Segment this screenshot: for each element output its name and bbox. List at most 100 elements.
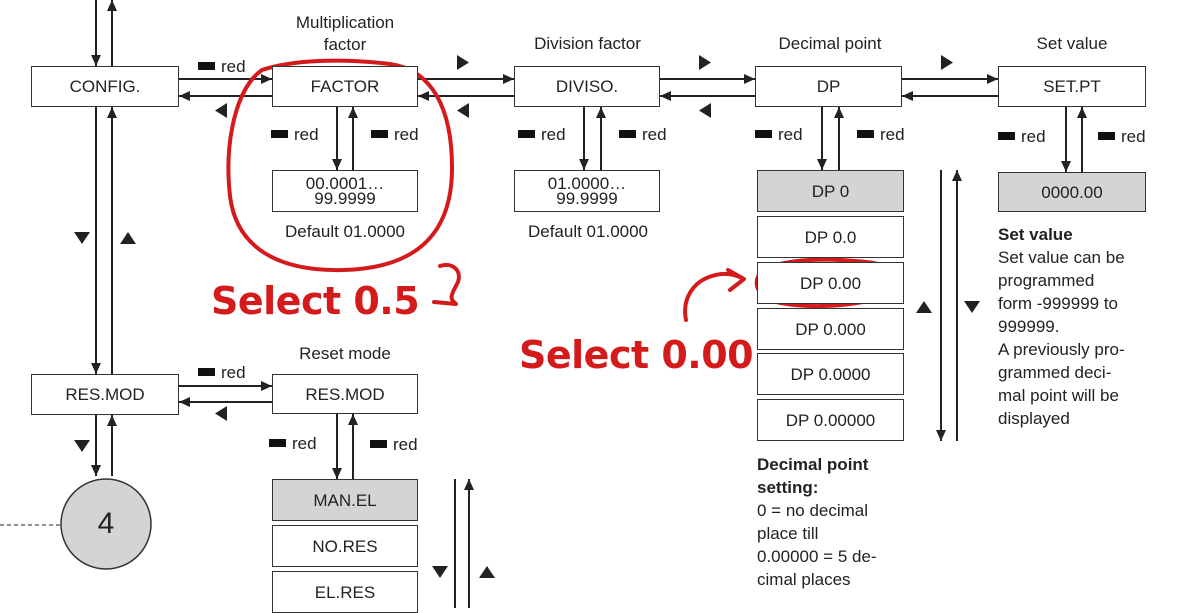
reset-option[interactable]: NO.RES — [272, 525, 418, 567]
arrowhead — [107, 0, 117, 11]
arrowhead — [261, 381, 272, 391]
heading-reset-mode: Reset mode — [299, 344, 391, 363]
red-key-label: red — [998, 127, 1046, 147]
set-value-note-title: Set value — [998, 225, 1073, 244]
decimal-point-note-title: setting: — [757, 478, 819, 497]
down-triangle-icon — [74, 232, 90, 244]
decimal-point-note-line: 0.00000 = 5 de- — [757, 547, 877, 566]
step-circle-label: 4 — [97, 507, 115, 540]
factor-range-max: 99.9999 — [314, 189, 376, 208]
arrowhead — [348, 107, 358, 118]
decimal-point-note: Decimal point setting: 0 = no decimal pl… — [757, 453, 937, 591]
arrowhead — [107, 415, 117, 426]
down-triangle-icon — [964, 301, 980, 313]
dp-option[interactable]: DP 0.0000 — [757, 353, 904, 395]
arrowhead — [987, 74, 998, 84]
up-triangle-icon — [120, 232, 136, 244]
arrowhead — [179, 91, 190, 101]
right-triangle-icon — [941, 55, 953, 70]
factor-default-label: Default 01.0000 — [284, 222, 406, 241]
set-pt-value-box[interactable]: 0000.00 — [998, 172, 1146, 212]
right-triangle-icon — [699, 55, 711, 70]
red-key-label: red — [269, 434, 317, 454]
down-triangle-icon — [74, 440, 90, 452]
dp-option[interactable]: DP 0.0 — [757, 216, 904, 258]
left-triangle-icon — [215, 103, 227, 118]
arrowhead — [596, 107, 606, 118]
left-triangle-icon — [215, 406, 227, 421]
red-key-label: red — [370, 435, 418, 455]
reset-option[interactable]: MAN.EL — [272, 479, 418, 521]
arrowhead — [902, 91, 913, 101]
red-arrow-dp-head — [726, 268, 746, 292]
heading-multiplication-factor: Multiplication factor — [275, 12, 415, 56]
dp-box[interactable]: DP — [755, 66, 902, 107]
arrowhead — [261, 74, 272, 84]
set-value-note-line: form -999999 to — [998, 294, 1119, 313]
up-triangle-icon — [479, 566, 495, 578]
red-key-label: red — [518, 125, 566, 145]
arrowhead — [952, 170, 962, 181]
factor-range-min: 00.0001… — [305, 174, 385, 193]
heading-decimal-point: Decimal point — [778, 34, 882, 53]
heading-division-factor: Division factor — [534, 34, 641, 53]
arrowhead — [817, 159, 827, 170]
arrowhead — [332, 468, 342, 479]
set-value-note-line: mal point will be — [998, 386, 1119, 405]
arrowhead — [332, 159, 342, 170]
reset-option[interactable]: EL.RES — [272, 571, 418, 613]
arrowhead — [503, 74, 514, 84]
arrowhead — [744, 74, 755, 84]
arrowhead — [464, 479, 474, 490]
set-value-note-line: 999999. — [998, 317, 1060, 336]
heading-multiplication-factor-line1: Multiplication — [295, 13, 395, 32]
dp-option[interactable]: DP 0.000 — [757, 308, 904, 350]
arrowhead — [834, 107, 844, 118]
right-triangle-icon — [457, 55, 469, 70]
factor-box[interactable]: FACTOR — [272, 66, 418, 107]
arrowhead — [91, 465, 101, 476]
dp-option-selected[interactable]: DP 0.00 — [757, 262, 904, 304]
arrowhead — [91, 363, 101, 374]
set-pt-box[interactable]: SET.PT — [998, 66, 1146, 107]
red-arrow-dp — [683, 271, 744, 322]
red-circle-factor — [226, 58, 454, 273]
arrowhead — [91, 55, 101, 66]
red-key-label: red — [271, 125, 319, 145]
dp-option[interactable]: DP 0 — [757, 170, 904, 212]
diviso-range-max: 99.9999 — [556, 189, 618, 208]
heading-set-value: Set value — [1036, 34, 1108, 53]
up-triangle-icon — [916, 301, 932, 313]
arrowhead — [1061, 161, 1071, 172]
res-mod-sub-box[interactable]: RES.MOD — [272, 374, 418, 414]
left-triangle-icon — [457, 103, 469, 118]
red-key-label: red — [619, 125, 667, 145]
dp-option[interactable]: DP 0.00000 — [757, 399, 904, 441]
red-key-label: red — [198, 363, 246, 383]
set-value-note-line: grammed deci- — [998, 363, 1112, 382]
set-value-note-line: displayed — [998, 409, 1070, 428]
down-triangle-icon — [432, 566, 448, 578]
arrowhead — [418, 91, 429, 101]
config-box[interactable]: CONFIG. — [31, 66, 179, 107]
diviso-box[interactable]: DIVISO. — [514, 66, 660, 107]
set-value-note: Set value Set value can be programmed fo… — [998, 223, 1178, 430]
diviso-default-label: Default 01.0000 — [527, 222, 649, 241]
set-value-note-line: programmed — [998, 271, 1095, 290]
red-key-label: red — [198, 57, 246, 77]
factor-range-box[interactable]: 00.0001… 99.9999 — [272, 170, 418, 212]
select-factor-annotation: Select 0.5 — [211, 279, 420, 323]
arrowhead — [179, 397, 190, 407]
diviso-range-box[interactable]: 01.0000… 99.9999 — [514, 170, 660, 212]
select-dp-annotation: Select 0.00 — [519, 333, 754, 377]
decimal-point-note-title: Decimal point — [757, 455, 869, 474]
res-mod-box[interactable]: RES.MOD — [31, 374, 179, 415]
red-arrow-factor — [432, 263, 461, 306]
red-key-label: red — [371, 125, 419, 145]
decimal-point-note-line: place till — [757, 524, 819, 543]
arrowhead — [1077, 107, 1087, 118]
heading-multiplication-factor-line2: factor — [323, 35, 367, 54]
set-value-note-line: Set value can be — [998, 248, 1125, 267]
decimal-point-note-line: 0 = no decimal — [757, 501, 869, 520]
arrowhead — [936, 430, 946, 441]
